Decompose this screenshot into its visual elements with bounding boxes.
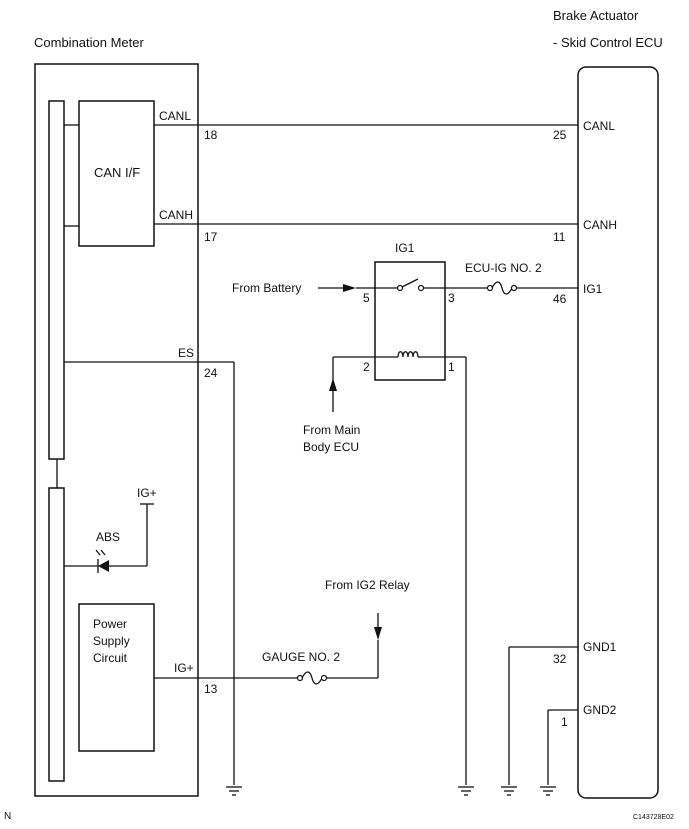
relay-switch-contact-right — [417, 284, 425, 292]
corner-marker: N — [4, 811, 11, 822]
ecu-ig-no2-label: ECU-IG NO. 2 — [465, 261, 542, 275]
relay-pin-3: 3 — [448, 291, 455, 305]
canl-label-meter: CANL — [159, 109, 191, 123]
ecu-ig-fuse-terminal-right — [510, 284, 518, 292]
abs-led-icon — [98, 560, 109, 572]
combination-meter-title: Combination Meter — [34, 35, 144, 50]
battery-arrow-icon — [343, 284, 356, 292]
power-supply-label-3: Circuit — [93, 651, 128, 665]
pin-32: 32 — [553, 652, 567, 666]
power-supply-label-2: Supply — [93, 634, 130, 648]
brake-actuator-title-line2: - Skid Control ECU — [553, 35, 663, 50]
internal-bus-bar-upper — [48, 100, 65, 460]
pin-18: 18 — [204, 128, 218, 142]
pin-46: 46 — [553, 292, 567, 306]
gnd1-label: GND1 — [583, 640, 617, 654]
pin-1: 1 — [561, 715, 568, 729]
es-label: ES — [178, 346, 194, 360]
from-ig2-relay-label: From IG2 Relay — [325, 578, 410, 592]
relay-switch-contact-left — [396, 284, 404, 292]
gauge-fuse-terminal-left — [296, 674, 304, 682]
abs-label: ABS — [96, 530, 120, 544]
gauge-fuse-terminal-right — [320, 674, 328, 682]
ig1-relay-title: IG1 — [395, 241, 415, 255]
relay-coil-icon — [397, 351, 419, 358]
pin-17: 17 — [204, 230, 218, 244]
brake-actuator-title-line1: Brake Actuator — [553, 8, 639, 23]
from-main-body-label-2: Body ECU — [303, 440, 359, 454]
combination-meter-box — [34, 63, 199, 797]
ecu-ig-fuse-icon — [491, 281, 513, 295]
pin-11: 11 — [553, 230, 566, 244]
canh-label-ecu: CANH — [583, 218, 617, 232]
abs-led-ray-1 — [95, 549, 101, 556]
canh-label-meter: CANH — [159, 208, 193, 222]
ig1-relay-box — [374, 261, 446, 381]
relay-pin-1: 1 — [448, 360, 455, 374]
relay-pin-2: 2 — [363, 360, 370, 374]
pin-25: 25 — [553, 128, 567, 142]
pin-13: 13 — [204, 682, 218, 696]
meter-igplus-label: IG+ — [174, 661, 194, 675]
internal-bus-bar-lower — [48, 487, 65, 782]
relay-pin-5: 5 — [363, 291, 370, 305]
figure-code: C143728E02 — [633, 814, 674, 821]
abs-led-ray-2 — [100, 549, 106, 556]
can-if-label: CAN I/F — [94, 165, 140, 180]
ground-symbol-relay — [457, 786, 475, 796]
canl-label-ecu: CANL — [583, 119, 615, 133]
power-supply-label-1: Power — [93, 617, 127, 631]
ig2-relay-arrow-icon — [374, 627, 382, 640]
ground-symbol-gnd1 — [500, 786, 518, 796]
gnd2-label: GND2 — [583, 703, 617, 717]
ecu-ig-fuse-terminal-left — [486, 284, 494, 292]
gauge-no2-label: GAUGE NO. 2 — [262, 650, 340, 664]
can-if-block — [78, 100, 155, 247]
skid-control-ecu-box — [577, 66, 659, 799]
ground-symbol-es — [225, 786, 243, 796]
abs-igplus-label: IG+ — [137, 486, 157, 500]
ig1-label-ecu: IG1 — [583, 282, 603, 296]
relay-switch-blade — [401, 278, 419, 288]
main-body-arrow-icon — [329, 378, 337, 391]
from-battery-label: From Battery — [232, 281, 301, 295]
ground-symbol-gnd2 — [539, 786, 557, 796]
from-main-body-label-1: From Main — [303, 423, 360, 437]
gauge-fuse-icon — [301, 671, 323, 685]
pin-24: 24 — [204, 366, 218, 380]
